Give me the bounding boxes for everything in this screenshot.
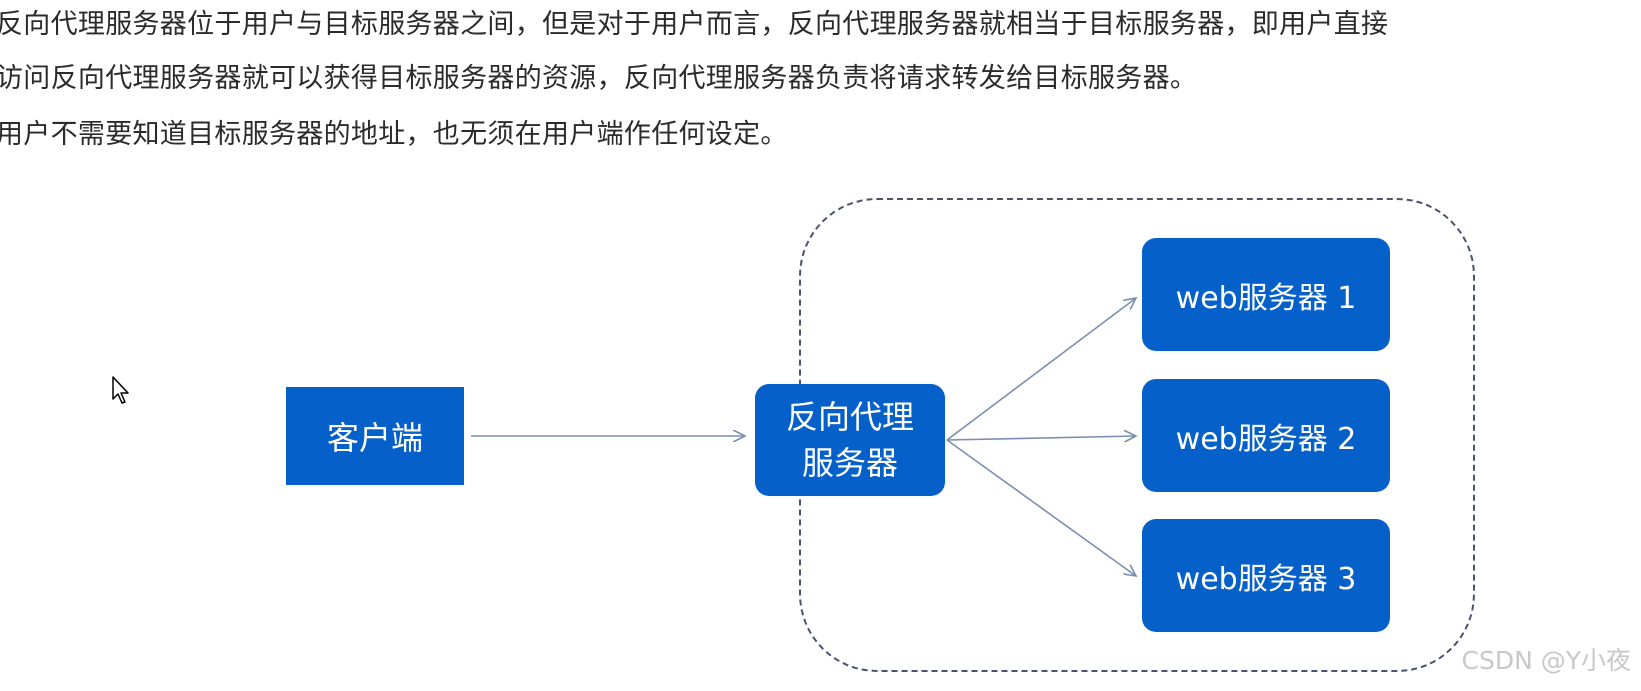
web-server-node-2: web服务器 2: [1142, 379, 1390, 492]
description-line-1: 反向代理服务器位于用户与目标服务器之间，但是对于用户而言，反向代理服务器就相当于…: [0, 9, 1389, 40]
arrow-proxy-to-web3: [946, 439, 1136, 576]
client-node: 客户端: [286, 387, 464, 485]
web-server-node-3: web服务器 3: [1142, 519, 1390, 632]
arrow-proxy-to-web1: [946, 298, 1136, 441]
mouse-pointer-icon: [112, 376, 129, 404]
arrow-proxy-to-web2: [946, 436, 1136, 440]
web-server-node-1: web服务器 1: [1142, 238, 1390, 351]
proxy-label-line-1: 反向代理: [785, 398, 914, 436]
description-line-2: 访问反向代理服务器就可以获得目标服务器的资源，反向代理服务器负责将请求转发给目标…: [0, 63, 1198, 94]
proxy-label-line-2: 服务器: [801, 444, 898, 482]
reverse-proxy-node: 反向代理 服务器: [755, 384, 945, 496]
watermark: CSDN @Y小夜: [1461, 646, 1632, 675]
description-line-3: 用户不需要知道目标服务器的地址，也无须在用户端作任何设定。: [0, 119, 788, 150]
